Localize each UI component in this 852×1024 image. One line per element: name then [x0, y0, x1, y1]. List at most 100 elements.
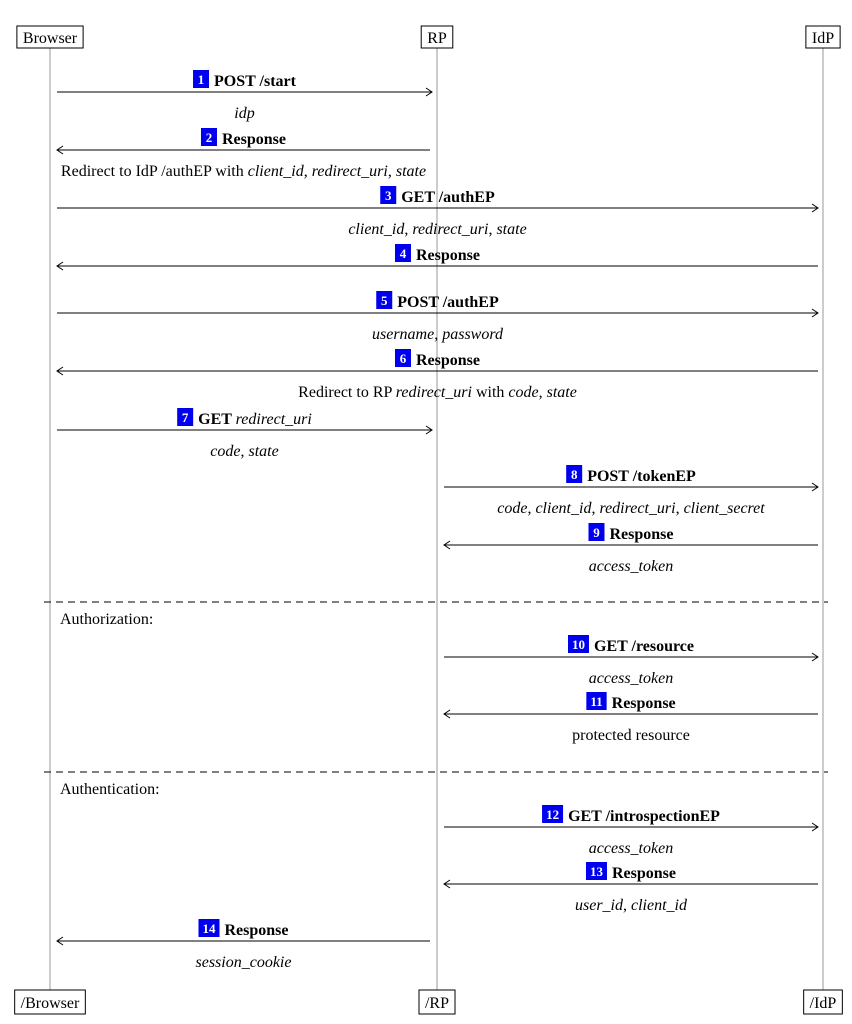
participant-browser-top: Browser [16, 25, 84, 49]
message-detail: username, password [372, 326, 504, 343]
step-badge [585, 862, 607, 880]
participant-browser-bottom: /Browser [14, 989, 86, 1015]
step-number: 1 [198, 72, 205, 87]
message-detail-part: client_id [535, 500, 592, 517]
section-label: Authentication: [60, 781, 160, 798]
participant-label: /RP [425, 995, 449, 1012]
arrowhead [425, 425, 433, 435]
message-detail: access_token [589, 840, 673, 857]
message-detail-part: code [508, 384, 538, 401]
message-detail-part: state [547, 384, 577, 401]
message-title: GET /introspectionEP [568, 808, 720, 825]
message-title: Response [612, 695, 676, 712]
step-badge [542, 805, 564, 823]
message-detail-part: code [497, 500, 527, 517]
arrowhead [56, 145, 64, 155]
message-detail-part: redirect_uri [312, 163, 388, 180]
message-title: Response [609, 526, 673, 543]
message-8: POST /tokenEP 8 code, client_id, redirect_… [444, 465, 819, 517]
step-badge [177, 408, 194, 426]
message-detail-part: , [404, 221, 412, 238]
message-detail-part: , [304, 163, 312, 180]
message-title: POST /authEP [397, 294, 499, 311]
arrowhead [56, 366, 64, 376]
message-detail: code, client_id, redirect_uri, client_se… [497, 500, 765, 517]
message-title: Response [416, 247, 480, 264]
message-title-part: Response [416, 247, 480, 264]
message-title-part: GET /resource [594, 638, 694, 655]
message-detail-part: with [472, 384, 508, 401]
message-detail-part: , [388, 163, 396, 180]
message-title-part: Response [612, 865, 676, 882]
message-detail-part: protected resource [572, 727, 690, 744]
message-14: Response 14 session_cookie [56, 919, 430, 971]
message-title-part: Response [224, 922, 288, 939]
message-detail-part: password [441, 326, 504, 343]
message-detail-part: session_cookie [196, 954, 292, 971]
step-number: 2 [206, 130, 213, 145]
arrowhead [811, 822, 819, 832]
message-detail-part: client_id [348, 221, 405, 238]
participant-label: IdP [812, 30, 834, 47]
arrowhead [811, 652, 819, 662]
message-detail-part: state [248, 443, 278, 460]
participant-label: /IdP [810, 995, 837, 1012]
message-detail-part: , [676, 500, 684, 517]
arrowhead [443, 709, 451, 719]
step-number: 9 [593, 525, 600, 540]
step-badge [193, 70, 210, 88]
message-5: POST /authEP 5 username, password [57, 291, 819, 343]
message-detail: user_id, client_id [575, 897, 688, 914]
message-detail-part: client_id [248, 163, 305, 180]
message-detail-part: client_id [631, 897, 688, 914]
message-title: POST /start [214, 73, 297, 90]
arrowhead [443, 540, 451, 550]
participant-idp-bottom: /IdP [803, 989, 843, 1015]
step-number: 14 [202, 921, 216, 936]
message-detail-part: state [496, 221, 526, 238]
participant-rp-bottom: /RP [418, 989, 456, 1015]
message-title-part: Response [416, 352, 480, 369]
step-badge [200, 128, 217, 146]
message-detail: protected resource [572, 727, 690, 744]
message-detail-part: redirect_uri [396, 384, 472, 401]
arrowhead [811, 482, 819, 492]
message-title: Response [416, 352, 480, 369]
message-detail-part: , [434, 326, 442, 343]
message-title: GET redirect_uri [198, 411, 312, 428]
arrowhead [56, 261, 64, 271]
step-number: 5 [381, 293, 388, 308]
participant-label: /Browser [21, 995, 80, 1012]
message-detail-part: , [539, 384, 547, 401]
message-title: GET /resource [594, 638, 694, 655]
step-number: 10 [572, 637, 585, 652]
message-title-part: GET /introspectionEP [568, 808, 720, 825]
participant-label: RP [427, 30, 447, 47]
message-detail: session_cookie [196, 954, 292, 971]
message-title-part: POST /tokenEP [587, 468, 696, 485]
step-number: 13 [590, 864, 604, 879]
message-title-part: Response [222, 131, 286, 148]
step-badge [566, 465, 583, 483]
participant-label: Browser [23, 30, 78, 47]
message-title-part: redirect_uri [236, 411, 312, 428]
participant-idp-top: IdP [805, 25, 841, 49]
message-detail-part: user_id [575, 897, 624, 914]
step-number: 8 [571, 467, 578, 482]
message-detail: Redirect to IdP /authEP with client_id, … [61, 163, 426, 180]
message-title-part: POST /authEP [397, 294, 499, 311]
message-title-part: GET [198, 411, 236, 428]
message-detail-part: access_token [589, 670, 673, 687]
participant-rp-top: RP [420, 25, 454, 49]
step-badge [586, 692, 607, 710]
step-badge [568, 635, 589, 653]
arrowhead [425, 87, 433, 97]
message-detail-part: access_token [589, 840, 673, 857]
message-10: GET /resource 10 access_token [444, 635, 819, 687]
